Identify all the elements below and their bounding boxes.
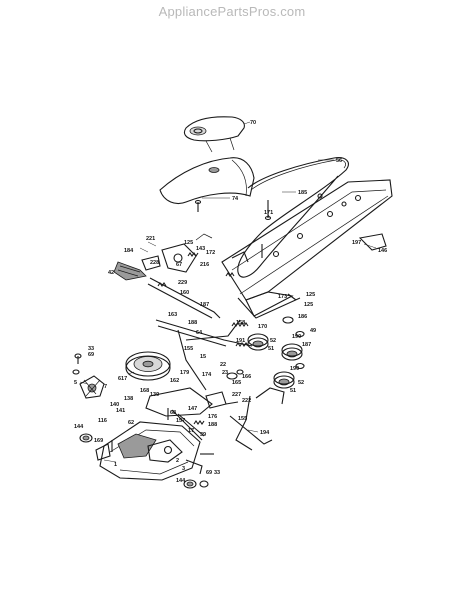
callout-172: 172: [206, 250, 215, 256]
callout-leaders: [79, 121, 377, 463]
callout-222: 222: [242, 398, 251, 404]
callout-227: 227: [232, 392, 241, 398]
callout-17: 17: [188, 428, 194, 434]
callout-51-a: 51: [268, 346, 274, 352]
callout-3: 3: [182, 466, 185, 472]
callout-157: 157: [176, 418, 185, 424]
callout-69-a: 69: [88, 352, 94, 358]
idler-pulley-upper[interactable]: [247, 333, 269, 351]
callout-188: 188: [188, 320, 197, 326]
callout-165: 165: [232, 380, 241, 386]
callout-194: 194: [260, 430, 270, 436]
callout-33-a: 33: [88, 346, 94, 352]
callout-155: 155: [184, 346, 193, 352]
callout-56: 56: [336, 158, 342, 164]
callout-51-b: 51: [290, 388, 296, 394]
callout-69-b: 69: [206, 470, 212, 476]
callout-186: 186: [298, 314, 307, 320]
callout-5: 5: [74, 380, 77, 386]
callout-labels: 70 56 74 185 171 221 184 125 143 172 228…: [74, 120, 387, 484]
callout-144-b: 144: [176, 478, 186, 484]
callout-68: 68: [170, 410, 176, 416]
pedal-part[interactable]: [113, 261, 147, 281]
callout-144-a: 144: [74, 424, 84, 430]
callout-125-b: 125: [306, 292, 315, 298]
idler-pulley-mid[interactable]: [281, 343, 303, 361]
callout-229: 229: [178, 280, 187, 286]
callout-140: 140: [110, 402, 119, 408]
callout-62: 62: [128, 420, 134, 426]
callout-191: 191: [236, 338, 245, 344]
callout-162: 162: [170, 378, 179, 384]
callout-171: 171: [264, 210, 273, 216]
callout-15: 15: [200, 354, 206, 360]
idler-bracket-part[interactable]: [141, 233, 249, 273]
washer-hardware[interactable]: [226, 316, 305, 380]
callout-158: 158: [236, 320, 245, 326]
callout-187-a: 187: [200, 302, 209, 308]
spring-part[interactable]: [157, 252, 249, 425]
callout-139: 139: [150, 392, 159, 398]
callout-176: 176: [208, 414, 217, 420]
callout-141: 141: [116, 408, 125, 414]
callout-22: 22: [220, 362, 226, 368]
callout-2: 2: [176, 458, 179, 464]
callout-52-b: 52: [298, 380, 304, 386]
callout-49: 49: [310, 328, 316, 334]
callout-70: 70: [250, 120, 256, 126]
shift-linkage-part[interactable]: [145, 387, 285, 451]
drive-belt-part[interactable]: [237, 157, 349, 278]
callout-163: 163: [168, 312, 177, 318]
callout-190-a: 190: [292, 334, 301, 340]
callout-7: 7: [104, 384, 107, 390]
callout-146: 146: [378, 248, 387, 254]
header: AppliancePartsPros.com: [0, 0, 464, 24]
callout-185: 185: [298, 190, 307, 196]
watermark: AppliancePartsPros.com: [158, 4, 306, 19]
callout-190-b: 190: [290, 366, 299, 372]
callout-147: 147: [188, 406, 197, 412]
callout-64: 64: [196, 330, 203, 336]
callout-168: 168: [140, 388, 149, 394]
callout-52-a: 52: [270, 338, 276, 344]
callout-42: 42: [108, 270, 114, 276]
callout-216: 216: [200, 262, 209, 268]
axle-hub-right[interactable]: [183, 479, 209, 489]
idler-pulley-lower[interactable]: [273, 371, 295, 389]
callout-221: 221: [146, 236, 155, 242]
callout-74: 74: [232, 196, 239, 202]
callout-116: 116: [98, 418, 107, 424]
callout-184: 184: [124, 248, 134, 254]
callout-155-b: 155: [238, 416, 247, 422]
callout-169: 169: [94, 438, 103, 444]
callout-160: 160: [180, 290, 189, 296]
callout-67: 67: [176, 262, 182, 268]
callout-125-c: 125: [304, 302, 313, 308]
callout-197: 197: [352, 240, 361, 246]
callout-188-b: 188: [208, 422, 217, 428]
callout-174: 174: [202, 372, 212, 378]
callout-39: 39: [200, 432, 206, 438]
callout-228: 228: [150, 260, 159, 266]
frame-rail-part[interactable]: [221, 179, 393, 319]
bolt-hardware[interactable]: [72, 199, 297, 455]
callout-1: 1: [114, 462, 117, 468]
callout-173: 173: [278, 294, 287, 300]
axle-hub-left[interactable]: [79, 433, 93, 443]
callout-166: 166: [242, 374, 251, 380]
callout-23: 23: [222, 370, 228, 376]
callout-33-b: 33: [214, 470, 220, 476]
callout-187-b: 187: [302, 342, 311, 348]
callout-170: 170: [258, 324, 267, 330]
callout-617: 617: [118, 376, 127, 382]
transaxle-pulley-part[interactable]: [125, 351, 171, 381]
callout-125-a: 125: [184, 240, 193, 246]
transaxle-part[interactable]: [95, 421, 203, 481]
callout-179: 179: [180, 370, 189, 376]
shroud-part[interactable]: [159, 116, 255, 205]
cooling-fan-part[interactable]: [79, 375, 105, 399]
callout-143: 143: [196, 246, 205, 252]
callout-138: 138: [124, 396, 133, 402]
